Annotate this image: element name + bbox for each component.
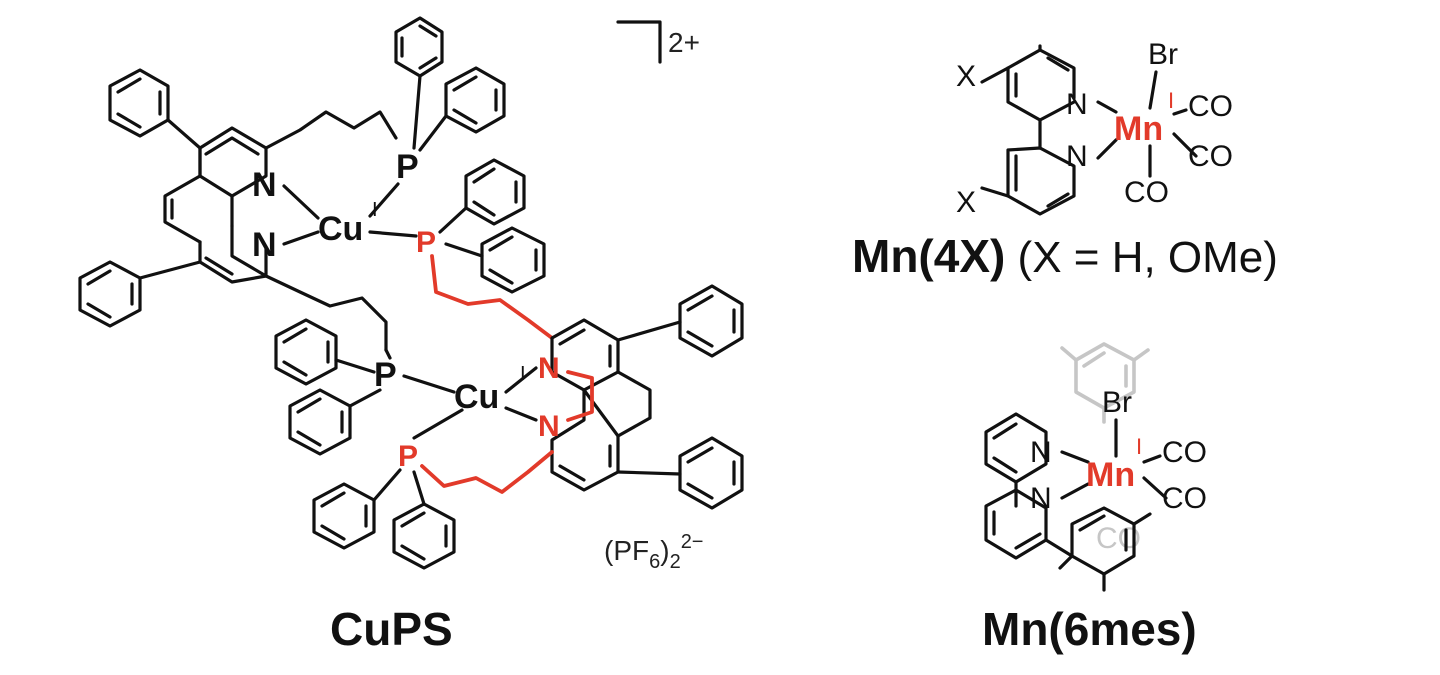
upper-phenanthroline [163, 110, 398, 352]
phenyl-group [394, 16, 444, 150]
oxidation-state: I [1136, 434, 1142, 459]
mesityl-group [1060, 342, 1150, 424]
cups-label: CuPS [330, 603, 453, 655]
phenyl-group [108, 68, 202, 150]
nitrogen-atom: N [538, 352, 560, 385]
phenyl-group [392, 470, 456, 570]
nitrogen-atom: N [1066, 88, 1088, 121]
nitrogen-atom: N [1030, 482, 1052, 515]
lower-phenanthroline [550, 318, 652, 492]
charge-bracket [616, 20, 662, 64]
phenyl-group [616, 436, 744, 510]
carbonyl-ligand: CO [1188, 90, 1233, 123]
manganese-atom: Mn [1086, 456, 1135, 494]
phenyl-group [312, 468, 402, 550]
phenyl-group [418, 66, 506, 152]
bromide-ligand: Br [1102, 386, 1132, 419]
nitrogen-atom: N [252, 166, 277, 204]
phenyl-group [444, 226, 546, 294]
mesityl-group [1044, 506, 1152, 592]
phenyl-group [438, 158, 526, 234]
phosphorus-atom: P [398, 440, 418, 473]
phenyl-group [274, 318, 376, 386]
substituent-x: X [956, 186, 976, 219]
nitrogen-atom: N [538, 410, 560, 443]
oxidation-state: I [1168, 88, 1174, 113]
phosphorus-atom: P [416, 226, 436, 259]
mn6mes-structure: N N Mn I Br CO CO CO Mn(6mes) [982, 342, 1207, 655]
mn4x-label: Mn(4X) (X = H, OMe) [852, 230, 1278, 282]
phosphorus-atom: P [374, 356, 397, 394]
carbonyl-ligand: CO [1124, 176, 1169, 209]
nitrogen-atom: N [252, 226, 277, 264]
bromide-ligand: Br [1148, 38, 1178, 71]
cups-charge: 2+ [668, 27, 700, 58]
carbonyl-ligand: CO [1162, 436, 1207, 469]
carbonyl-ligand: CO [1162, 482, 1207, 515]
counterion: (PF6)22− [604, 531, 704, 573]
copper-atom: Cu [318, 210, 363, 248]
mn6mes-label: Mn(6mes) [982, 603, 1197, 655]
phenyl-group [288, 388, 382, 456]
substituent-x: X [956, 60, 976, 93]
oxidation-state: I [520, 363, 526, 385]
phenyl-group [616, 284, 744, 358]
mn4x-structure: X X N N Mn I Br CO CO CO Mn(4X) (X = H, … [852, 38, 1278, 282]
carbonyl-ligand: CO [1188, 140, 1233, 173]
phosphorus-atom: P [396, 148, 419, 186]
phenyl-group [78, 260, 202, 328]
nitrogen-atom: N [1030, 436, 1052, 469]
nitrogen-atom: N [1066, 140, 1088, 173]
cups-structure: 2+ N N Cu I P P [78, 16, 744, 655]
manganese-atom: Mn [1114, 110, 1163, 148]
